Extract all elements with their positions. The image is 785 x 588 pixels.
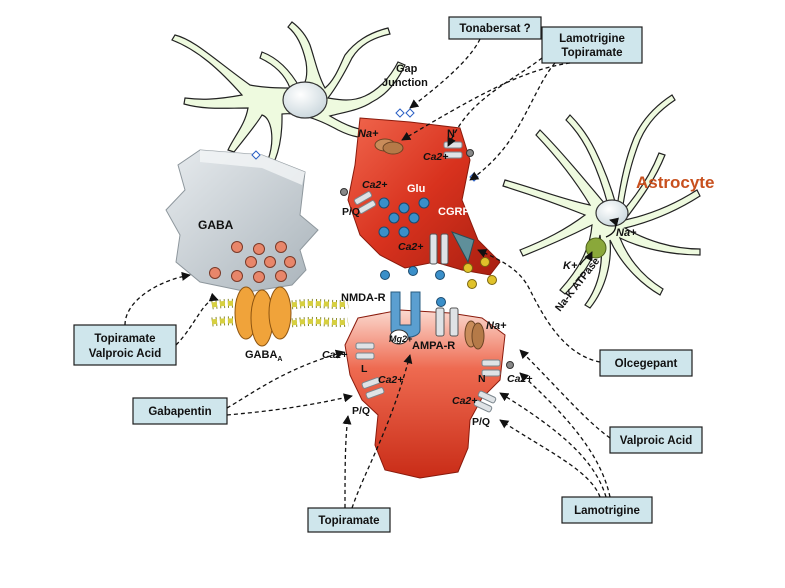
drug-box-gabapentin: Gabapentin: [132, 397, 228, 425]
drug-box-topiramate: Topiramate: [307, 507, 391, 533]
presyn-ca-n-label: Ca2+: [423, 151, 448, 163]
svg-text:Topiramate: Topiramate: [318, 515, 379, 527]
presyn-pq-label: P/Q: [342, 206, 360, 218]
astrocyte-label: Astrocyte: [636, 173, 714, 192]
astrocyte: [502, 94, 701, 309]
postsyn-l-label: L: [361, 363, 368, 375]
svg-text:Olcegepant: Olcegepant: [615, 358, 678, 370]
postsyn-pq-label: P/Q: [352, 405, 370, 417]
postsyn-n-label: N: [478, 373, 486, 385]
cgrp-molecules: [463, 257, 497, 289]
svg-text:Topiramate: Topiramate: [94, 333, 155, 345]
gaba-a-membrane: [211, 298, 349, 328]
drug-box-lamotrigine: Lamotrigine: [561, 496, 653, 524]
gaba-terminal: [165, 149, 319, 293]
gaba-a-receptor: [234, 286, 292, 347]
cleft-glu: [380, 266, 446, 307]
postsyn-ca-n-label: Ca2+: [507, 373, 532, 385]
upper-glial-cell: [171, 21, 406, 161]
gaba-vesicles: [209, 241, 296, 283]
gaba-a-label: GABAA: [245, 349, 282, 363]
ampa-receptor: [435, 307, 459, 337]
gaba-label: GABA: [198, 218, 234, 232]
svg-text:Gabapentin: Gabapentin: [148, 406, 211, 418]
postsyn-l-channel: [355, 342, 375, 360]
presyn-n-label: N: [447, 128, 455, 140]
nmda-receptor: [389, 291, 421, 345]
cgrp-r-label: CGRP-R: [438, 206, 481, 218]
na-k-atpase-label: Na-K ATPase: [553, 255, 602, 314]
astro-na-label: Na+: [616, 227, 637, 239]
svg-text:Lamotrigine: Lamotrigine: [559, 33, 625, 45]
svg-text:Lamotrigine: Lamotrigine: [574, 505, 640, 517]
presyn-ca-pq-label: Ca2+: [362, 179, 387, 191]
svg-text:Valproic Acid: Valproic Acid: [89, 348, 161, 360]
postsyn-n-channel: [481, 359, 514, 377]
svg-text:Valproic Acid: Valproic Acid: [620, 435, 692, 447]
postsyn-pq2-label: P/Q: [472, 416, 490, 428]
postsyn-na-label: Na+: [486, 320, 507, 332]
presyn-na-channel: [374, 138, 404, 155]
postsyn-pq-channel: [361, 377, 385, 399]
postsyn-na-channel: [464, 320, 485, 350]
postsyn-pq2-channel: [473, 390, 497, 413]
astro-k-label: K+: [563, 260, 578, 272]
upper-cell-nucleus: [282, 81, 328, 119]
postsyn-ca-pq2-label: Ca2+: [452, 395, 477, 407]
drug-box-olcegepant: Olcegepant: [599, 349, 693, 377]
nmda-r-label: NMDA-R: [341, 292, 386, 304]
drug-box-lamotrigine-topiramate: Lamotrigine Topiramate: [541, 26, 643, 64]
presyn-pq-channel: [340, 188, 377, 214]
gap-junction-label: Gap Junction: [382, 63, 428, 89]
cgrp-receptor: [429, 231, 475, 265]
drug-box-valproic-acid: Valproic Acid: [609, 426, 703, 454]
svg-text:Topiramate: Topiramate: [561, 47, 622, 59]
postsynaptic-neuron: [344, 309, 506, 479]
drug-box-tonabersat: Tonabersat ?: [448, 16, 542, 40]
presyn-na-label: Na+: [358, 128, 379, 140]
ampa-r-label: AMPA-R: [412, 340, 455, 352]
astrocyte-nucleus: [595, 199, 629, 227]
drug-box-topiramate-valproic: Topiramate Valproic Acid: [73, 324, 177, 366]
svg-text:Tonabersat ?: Tonabersat ?: [459, 23, 530, 35]
glu-label: Glu: [407, 183, 425, 195]
mg-label: Mg2+: [389, 334, 413, 344]
cgrp-ca-label: Ca2+: [398, 241, 423, 253]
glu-vesicles: [378, 197, 430, 238]
postsyn-ca-pq-label: Ca2+: [378, 374, 403, 386]
drug-arrows: [124, 38, 611, 509]
